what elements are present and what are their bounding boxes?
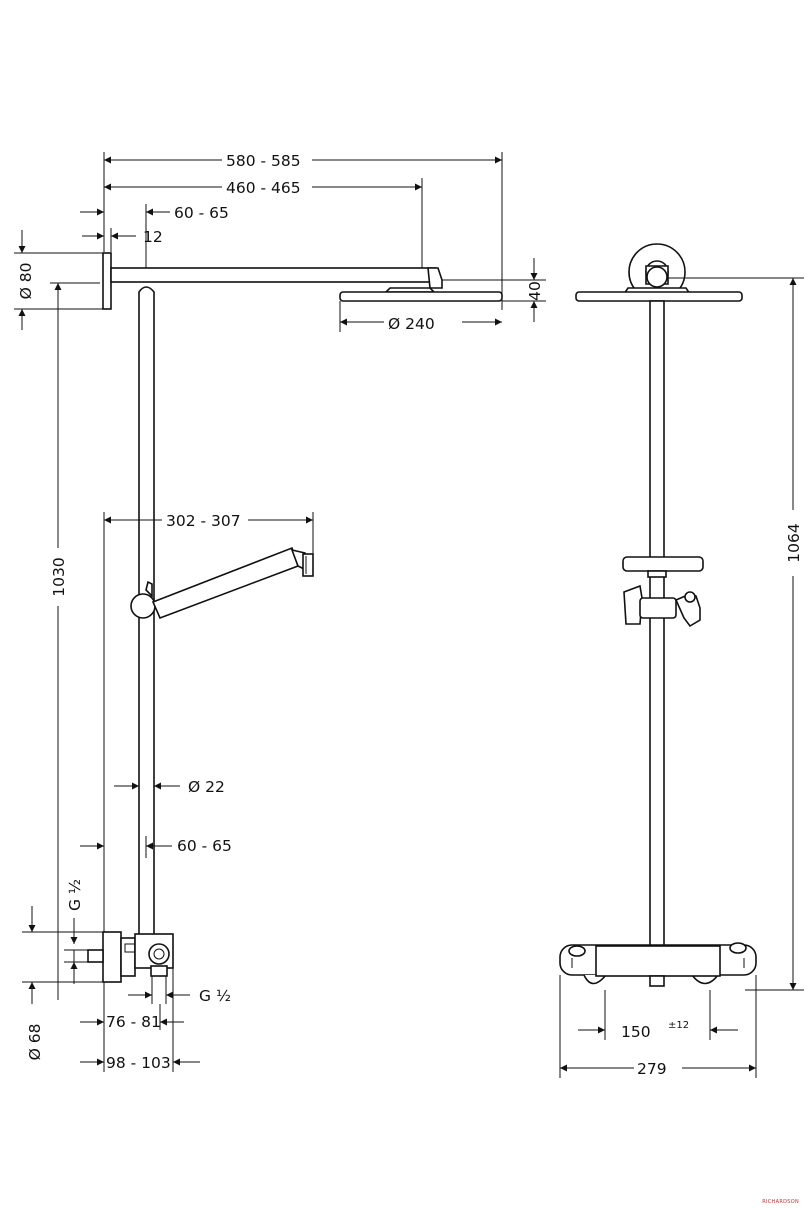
- dim-inlet-spacing: 150: [621, 1023, 651, 1041]
- dim-mixer-depth-2: 98 - 103: [106, 1054, 171, 1072]
- inlet-fitting: [87, 949, 104, 963]
- dim-overall-reach: 580 - 585: [226, 152, 301, 170]
- dim-plate-diameter: Ø 80: [17, 263, 35, 300]
- hand-shower-handle: [151, 546, 300, 620]
- dim-head-diameter: Ø 240: [388, 315, 435, 333]
- escutcheon-side: [102, 931, 122, 983]
- front-view: [559, 243, 757, 987]
- dim-thread-outlet: G ½: [199, 987, 231, 1005]
- dim-thread-inlet: G ½: [66, 879, 84, 911]
- mixer-outlet-front: [649, 975, 665, 987]
- dim-inlet-spacing-tolerance: ±12: [668, 1020, 689, 1031]
- dim-mixer-width: 279: [637, 1060, 667, 1078]
- dim-wall-offset-top: 60 - 65: [174, 204, 229, 222]
- dim-head-height: 40: [526, 281, 544, 301]
- outlet-fitting: [150, 965, 168, 977]
- dim-wall-offset-bottom: 60 - 65: [177, 837, 232, 855]
- dim-rail-diameter: Ø 22: [188, 778, 225, 796]
- dim-total-height-right: 1064: [785, 523, 803, 562]
- watermark: RICHARDSON: [762, 1199, 799, 1205]
- arm-elbow: [427, 267, 443, 289]
- dim-arm-reach: 460 - 465: [226, 179, 301, 197]
- shower-arm-side: [110, 267, 437, 283]
- side-view: [87, 252, 503, 983]
- dim-plate-thickness: 12: [143, 228, 163, 246]
- dimensions-front: 1064 150 ±12 279: [559, 277, 804, 1078]
- hand-shower-head-front: [622, 556, 704, 572]
- dim-hand-shower-reach: 302 - 307: [166, 512, 241, 530]
- overhead-shower-head-side: [339, 291, 503, 302]
- dim-mixer-depth-1: 76 - 81: [106, 1013, 161, 1031]
- riser-rail-front: [649, 300, 665, 950]
- overhead-shower-head-front: [575, 291, 743, 302]
- dim-escutcheon-diameter: Ø 68: [26, 1024, 44, 1061]
- hand-shower-head-side: [302, 553, 314, 577]
- dimensions-side: 580 - 585 460 - 465 60 - 65 12 Ø 80 40 Ø…: [14, 152, 546, 1072]
- slider-knob: [130, 593, 156, 619]
- dim-total-height-left: 1030: [50, 557, 68, 596]
- wall-plate-side: [102, 252, 112, 310]
